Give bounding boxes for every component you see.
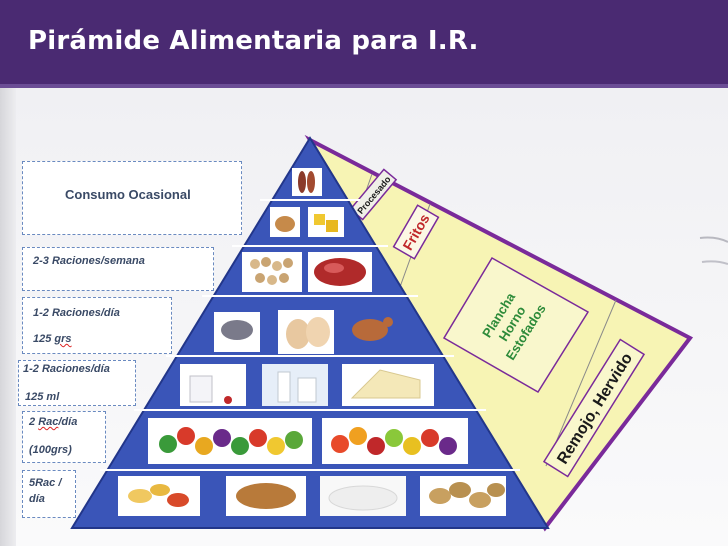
label-rac-line2: (100grs): [29, 444, 72, 456]
vegetables-image: [148, 418, 312, 464]
fish-image: [214, 312, 260, 352]
potatoes-image: [420, 476, 506, 516]
milk-image: [262, 364, 328, 406]
cheese-cubes-image: [308, 207, 344, 237]
label-rac-dia: 2 Rac/día (100grs): [22, 411, 106, 463]
nuts-image: [242, 252, 302, 292]
label-rac-line1: 2 Rac/día: [29, 416, 77, 428]
cooking-panel: Procesado Fritos Plancha Horno Estofados…: [304, 134, 694, 532]
label-dia-line2: 125 grs: [33, 333, 72, 345]
label-dia-unit: grs: [54, 333, 72, 345]
sausage-image: [292, 168, 322, 196]
label-five-line2: día: [29, 493, 45, 505]
label-ml-line1: 1-2 Raciones/día: [23, 363, 110, 375]
label-rac-count: 2: [29, 416, 39, 428]
food-pyramid: [70, 136, 550, 529]
rice-image: [320, 476, 406, 516]
label-five-line1: 5Rac /: [29, 477, 62, 489]
left-edge-strip: [0, 88, 16, 546]
label-dia-line1: 1-2 Raciones/día: [33, 307, 120, 319]
label-ml-line2: 125 ml: [25, 391, 60, 403]
yogurt-image: [180, 364, 246, 406]
eggs-image: [278, 310, 334, 354]
label-rac-suffix: /día: [58, 416, 78, 428]
pastry-image: [270, 207, 300, 237]
label-five-rac: 5Rac / día: [22, 470, 76, 518]
slide-header: Pirámide Alimentaria para I.R.: [0, 0, 728, 84]
edge-decoration: [699, 236, 728, 265]
bread-image: [226, 476, 306, 516]
cheese-image: [342, 364, 434, 406]
meat-image: [308, 252, 372, 292]
label-raciones-ml: 1-2 Raciones/día 125 ml: [18, 360, 136, 406]
chicken-image: [352, 317, 393, 341]
label-raciones-dia: 1-2 Raciones/día 125 grs: [22, 297, 172, 354]
plancha-box: Plancha Horno Estofados: [442, 256, 590, 394]
slide-title: Pirámide Alimentaria para I.R.: [28, 26, 479, 56]
label-consumo-text: Consumo Ocasional: [65, 187, 191, 202]
fruit-image: [322, 418, 468, 464]
label-consumo-ocasional: Consumo Ocasional: [22, 161, 242, 235]
label-dia-amount: 125: [33, 333, 55, 345]
label-semana: 2-3 Raciones/semana: [22, 247, 214, 291]
pasta-image: [118, 476, 200, 516]
label-rac-word: Rac: [38, 416, 59, 428]
label-semana-text: 2-3 Raciones/semana: [33, 255, 145, 267]
header-divider: [0, 84, 728, 88]
